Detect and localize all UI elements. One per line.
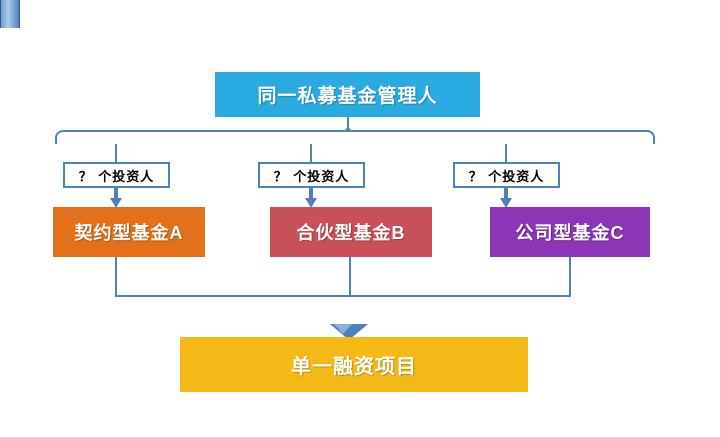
investor-to-fund-arrow-shaft-1 — [309, 188, 313, 200]
investor-count-label-0: ？ 个投资人 — [63, 162, 170, 188]
bracket-drop-0 — [115, 144, 117, 162]
funds-to-project-arrow-head-highlight — [334, 324, 352, 334]
investor-to-fund-arrow-head-2 — [500, 198, 512, 208]
investor-to-fund-arrow-shaft-2 — [504, 188, 508, 200]
investor-to-fund-arrow-head-0 — [110, 198, 122, 208]
investor-count-label-2: ？ 个投资人 — [453, 162, 560, 188]
bracket-drop-1 — [310, 144, 312, 162]
funds-to-project-arrow-shaft — [0, 0, 20, 28]
investor-count-label-1: ？ 个投资人 — [258, 162, 365, 188]
manager-to-funds-bracket — [55, 130, 655, 144]
financing-project-box: 单一融资项目 — [180, 337, 528, 392]
fund-drop-0 — [115, 257, 117, 297]
fund-drop-1 — [349, 257, 351, 297]
fund-box-corporate: 公司型基金C — [490, 207, 650, 257]
fund-drop-2 — [569, 257, 571, 297]
investor-to-fund-arrow-shaft-0 — [114, 188, 118, 200]
funds-gather-rail — [115, 295, 571, 297]
fund-manager-box: 同一私募基金管理人 — [215, 72, 480, 117]
bracket-drop-2 — [505, 144, 507, 162]
fund-box-contractual: 契约型基金A — [53, 207, 205, 257]
manager-connector-stub — [347, 117, 349, 131]
manager-connector-arrowhead — [344, 126, 352, 132]
fund-box-partnership: 合伙型基金B — [270, 207, 432, 257]
investor-to-fund-arrow-head-1 — [305, 198, 317, 208]
